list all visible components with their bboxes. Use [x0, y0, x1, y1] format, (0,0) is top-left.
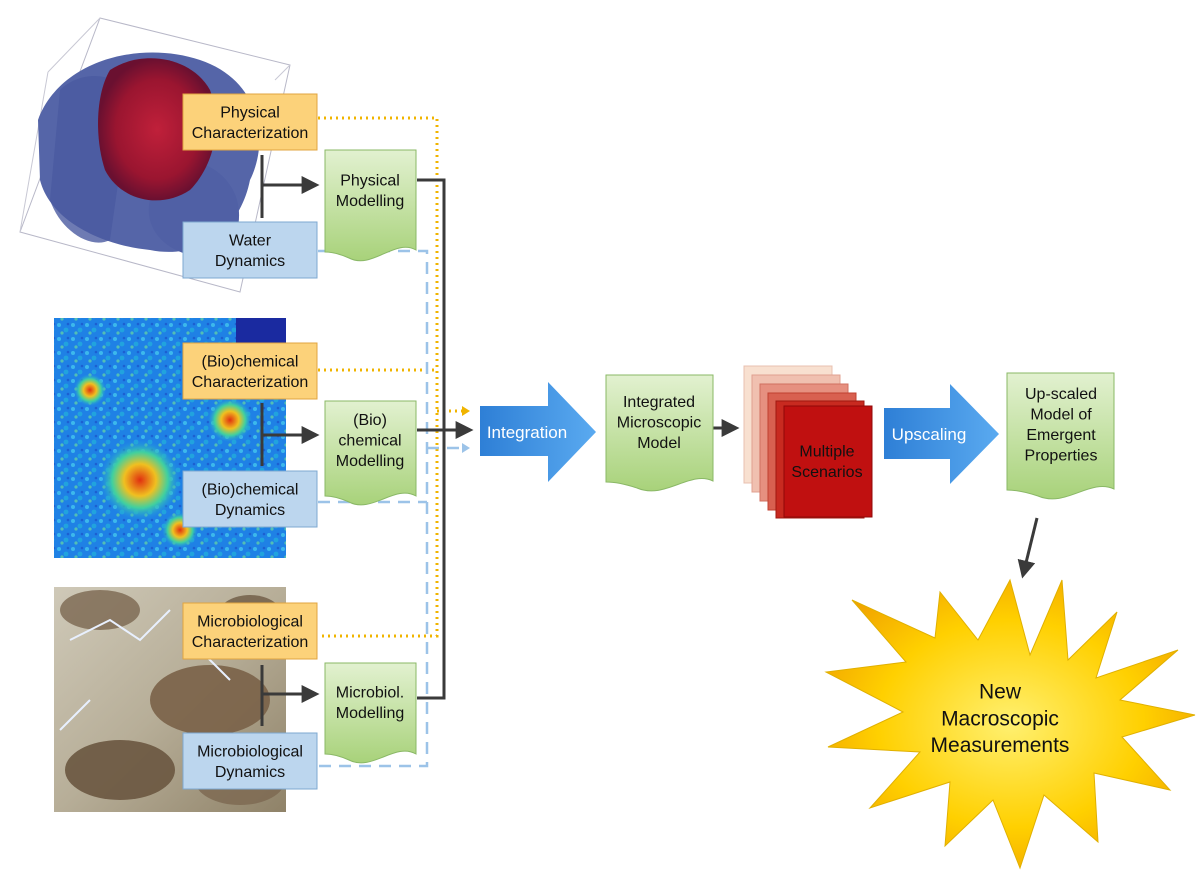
label-line: Upscaling — [892, 425, 967, 444]
model-connector-lines — [260, 155, 740, 726]
integration-arrow: Integration — [480, 382, 596, 482]
label-line: chemical — [338, 433, 401, 450]
label-line: Measurements — [931, 734, 1070, 757]
integration-label: Integration — [487, 423, 567, 442]
label-line: Modelling — [336, 705, 404, 722]
label-line: Microbiological — [197, 613, 303, 630]
label-line: Dynamics — [215, 253, 285, 270]
label-line: (Bio) — [353, 412, 387, 429]
dashed-dynamics-lines — [318, 249, 462, 768]
label-line: (Bio)chemical — [202, 481, 299, 498]
down-arrow — [1017, 517, 1039, 579]
label-line: Characterization — [192, 634, 309, 651]
label-line: Water — [229, 232, 272, 249]
label-line: Characterization — [192, 374, 309, 391]
label-line: New — [979, 680, 1022, 703]
label-line: Modelling — [336, 453, 404, 470]
label-line: Model of — [1030, 406, 1092, 423]
upscaling-arrow: Upscaling — [884, 384, 999, 484]
dashed-arrowhead — [462, 443, 470, 453]
label-line: Scenarios — [791, 464, 862, 481]
label-line: Integration — [487, 423, 567, 442]
label-line: Microscopic — [617, 415, 701, 432]
label-line: Emergent — [1026, 427, 1096, 444]
microbiol-modelling-label: Microbiol. Modelling — [336, 684, 404, 721]
label-line: Microbiological — [197, 743, 303, 760]
microbiol-modelling-box: Microbiol. Modelling — [324, 662, 417, 764]
label-line: Physical — [220, 104, 280, 121]
label-line: Microbiol. — [336, 684, 404, 701]
label-line: Integrated — [623, 394, 695, 411]
upscaling-label: Upscaling — [892, 425, 967, 444]
label-line: Model — [637, 435, 681, 452]
label-line: Up-scaled — [1025, 386, 1097, 403]
label-line: Characterization — [192, 125, 309, 142]
label-line: Properties — [1025, 447, 1098, 464]
label-line: Modelling — [336, 193, 404, 210]
label-line: Multiple — [799, 443, 854, 460]
dotted-arrowhead — [462, 406, 470, 416]
label-line: Macroscopic — [941, 707, 1059, 730]
label-line: Dynamics — [215, 764, 285, 781]
dotted-characterization-lines — [318, 116, 462, 638]
label-line: (Bio)chemical — [202, 353, 299, 370]
label-line: Dynamics — [215, 502, 285, 519]
label-line: Physical — [340, 172, 400, 189]
